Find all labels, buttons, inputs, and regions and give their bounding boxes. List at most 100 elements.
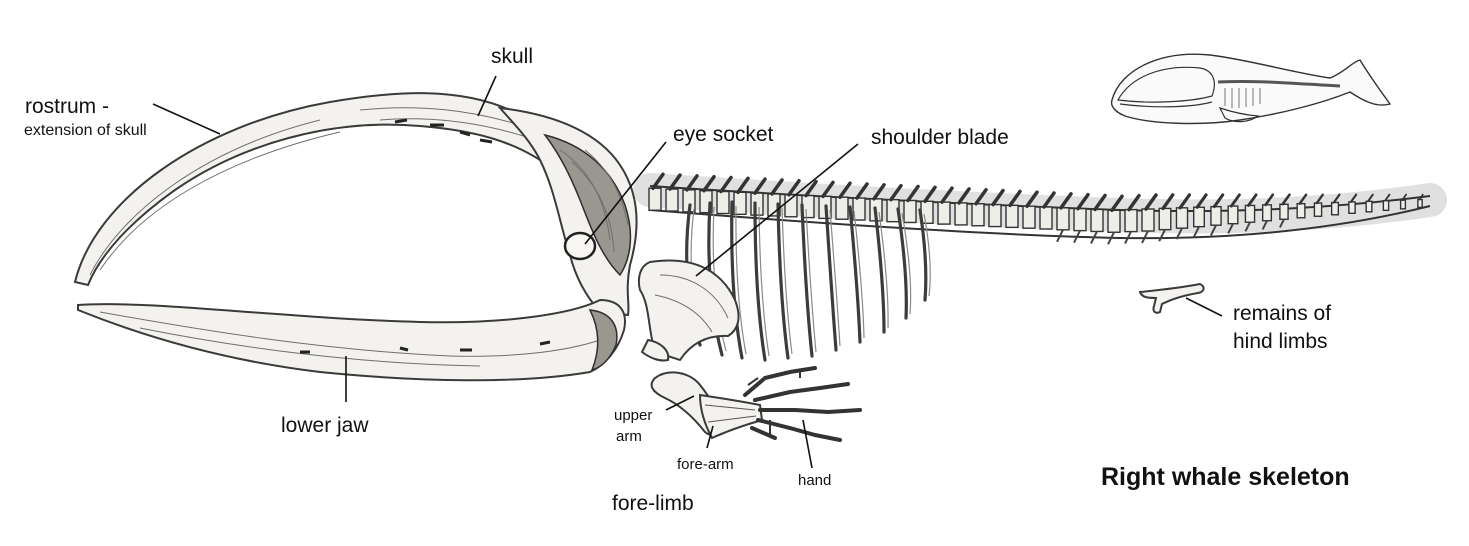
vertebra-spine [702,174,716,193]
vertebra-spine [668,173,682,191]
leader-line-rostrum [152,103,221,135]
rib [800,203,814,358]
rib-shading [781,207,793,355]
vertebra-spine [1127,193,1141,212]
vertebra [1039,206,1053,230]
vertebra-spine [889,183,903,202]
chevron-bone [1227,223,1234,234]
vertebra-spine [1025,190,1039,208]
vertebra-spine [855,182,869,200]
vertebra [835,196,849,220]
vertebra-spine [1332,193,1341,204]
leader-lines [152,75,1223,469]
rib [918,208,928,302]
vertebra [1073,207,1087,232]
rib-shading [901,212,912,315]
vertebra-spine [1178,193,1192,210]
rib-shading [805,208,817,353]
chevron-bone [1192,226,1200,238]
vertebra-spine [651,172,665,190]
vertebrae [648,172,1424,245]
rib-shading [923,213,931,297]
vertebra-spine [974,187,988,206]
label-rostrum: rostrum - [25,95,109,118]
chevron-bone [1056,229,1064,243]
vertebra-spine [940,186,954,204]
diagram-title: Right whale skeleton [1101,463,1350,491]
vertebra-spine [991,188,1005,207]
vertebra-spine [1298,193,1308,205]
vertebra [1090,208,1104,233]
vertebra-spine [1247,193,1258,207]
vertebral-column [633,172,1447,245]
vertebra [1296,202,1306,219]
hind-limb-remains [1138,282,1205,314]
vertebra [903,199,917,224]
rib-cage [685,200,931,362]
vertebra [1005,204,1019,229]
chevron-bone [1244,221,1251,232]
vertebra [1348,201,1356,214]
vertebra-spine [719,175,733,194]
vertebra-spine [1418,193,1424,201]
rib [730,200,744,360]
vertebra-spine [1042,191,1056,209]
fore-limb-bones [650,366,862,442]
vertebra-spine [838,181,852,199]
chevron-bone [1090,231,1098,244]
vertebra-spine [923,185,937,204]
lower-jaw-bone [77,298,626,382]
shoulder-blade-bone [637,259,740,362]
vertebra-spine [753,177,767,195]
vertebra [665,188,679,212]
vertebra [1124,208,1138,233]
vertebra [1261,204,1273,222]
vertebra-spine [1093,193,1107,212]
vertebra-spine [1212,193,1225,209]
vertebra-spine [770,178,784,196]
rib-shading [735,205,747,355]
vertebra [1210,205,1222,226]
rib [896,207,908,320]
vertebra-spine [1264,193,1275,207]
chevron-bone [1279,218,1285,228]
vertebra-spine [804,179,818,198]
vertebra [1382,199,1390,212]
vertebra-spine [1281,193,1291,206]
vertebra [1399,199,1407,210]
leader-line-hind-limbs [1185,297,1223,317]
vertebra-spine [685,174,699,192]
vertebra [1107,209,1121,233]
vertebra-spine [1367,193,1374,203]
label-skull: skull [491,45,534,68]
vertebra-spine [1349,193,1358,203]
vertebra-spine [1059,192,1073,210]
leader-line-upper-arm [665,395,695,411]
vertebra-spine [1229,193,1241,208]
label-shoulder-blade: shoulder blade [871,126,1009,149]
vertebra [1192,206,1205,228]
vertebra-spine [1144,193,1158,211]
label-upper-arm-line1: upper [614,407,653,424]
vertebra [1365,200,1373,213]
vertebra [1313,202,1323,217]
rib [753,201,767,362]
vertebra [954,202,968,226]
label-hind-limbs-line2: hind limbs [1233,330,1328,353]
leader-line-fore-arm [706,425,714,449]
vertebra-spine [1195,193,1208,209]
vertebra [1244,204,1256,223]
vertebra-spine [957,187,971,205]
rib-shading [853,210,865,339]
vertebra-spine [1110,194,1124,213]
rib-shading [878,211,889,329]
vertebra-spine [1076,192,1090,211]
vertebra [1330,201,1340,216]
chevron-bone [1261,220,1268,230]
rib [873,206,886,334]
vertebra [648,187,662,211]
skull-bone [497,106,638,317]
eye-socket-ring [563,231,597,261]
